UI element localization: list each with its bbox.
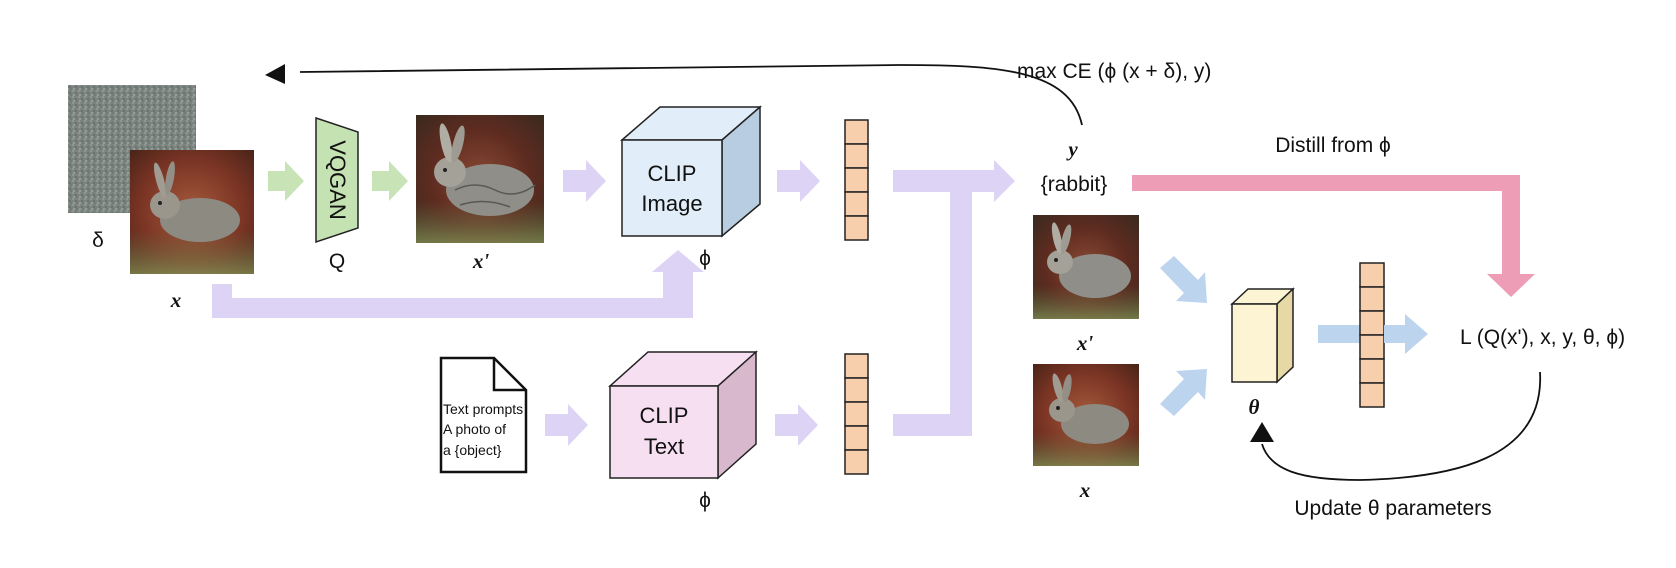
text-prompt-document: Text prompts A photo of a {object}: [439, 356, 528, 474]
arrow-x-to-clip-image: [212, 250, 704, 318]
svg-text:Text prompts: Text prompts: [443, 401, 523, 417]
q-label: Q: [329, 250, 345, 273]
max-ce-label: max CE (ϕ (x + δ), y): [1017, 60, 1211, 83]
x-label: x: [170, 288, 182, 312]
clip-text-encoder: CLIP Text: [608, 350, 758, 480]
right-reconstructed-rabbit-image: [1033, 215, 1139, 319]
arrow-to-clip-text: [545, 404, 588, 446]
distill-arrow: [1132, 175, 1535, 297]
image-embedding-vector: [844, 119, 869, 241]
output-vector: [1359, 262, 1385, 408]
y-label: y: [1065, 137, 1078, 161]
clip-image-encoder: CLIP Image: [619, 105, 763, 238]
arrow-theta-to-output: [1318, 325, 1360, 343]
arrow-xprime-to-theta: [1160, 256, 1207, 303]
x-label-right: x: [1079, 478, 1091, 502]
text-embedding-vector: [844, 353, 869, 475]
arrow-to-image-embedding: [777, 160, 820, 202]
arrow-x-to-theta: [1160, 369, 1207, 416]
arrow-from-vqgan: [372, 161, 408, 201]
x-prime-label-top: x': [472, 249, 490, 273]
vqgan-block: VQGAN: [315, 116, 359, 244]
x-prime-label-right: x': [1076, 331, 1094, 355]
max-ce-arrow: [299, 64, 1083, 126]
theta-label: θ: [1249, 395, 1260, 419]
arrow-to-clip-image: [563, 160, 606, 202]
arrow-to-text-embedding: [775, 404, 818, 446]
arrow-to-vqgan: [268, 161, 304, 201]
update-arrowhead: [1250, 422, 1274, 442]
theta-model: [1230, 287, 1295, 384]
rabbit-class-label: {rabbit}: [1041, 173, 1108, 196]
svg-text:CLIP: CLIP: [640, 403, 689, 428]
update-arrow: [1261, 371, 1541, 481]
svg-text:Text: Text: [644, 434, 684, 459]
phi-label-text: ϕ: [699, 489, 711, 512]
right-input-rabbit-image: [1033, 364, 1139, 466]
reconstructed-rabbit-image: [416, 115, 544, 243]
svg-text:CLIP: CLIP: [648, 161, 697, 186]
svg-text:Image: Image: [641, 191, 702, 216]
svg-text:a {object}: a {object}: [443, 442, 502, 458]
input-rabbit-image: [130, 150, 254, 274]
distill-label: Distill from ϕ: [1275, 134, 1391, 157]
arrow-output-to-loss: [1384, 314, 1428, 354]
svg-text:VQGAN: VQGAN: [325, 140, 350, 219]
arrow-embeddings-to-label: [893, 160, 1015, 436]
loss-label: L (Q(x'), x, y, θ, ϕ): [1460, 326, 1625, 349]
update-label: Update θ parameters: [1294, 497, 1491, 520]
max-ce-arrowhead: [265, 64, 285, 84]
svg-text:A photo of: A photo of: [443, 421, 506, 437]
phi-label-image: ϕ: [699, 247, 711, 270]
delta-label: δ: [92, 229, 104, 252]
